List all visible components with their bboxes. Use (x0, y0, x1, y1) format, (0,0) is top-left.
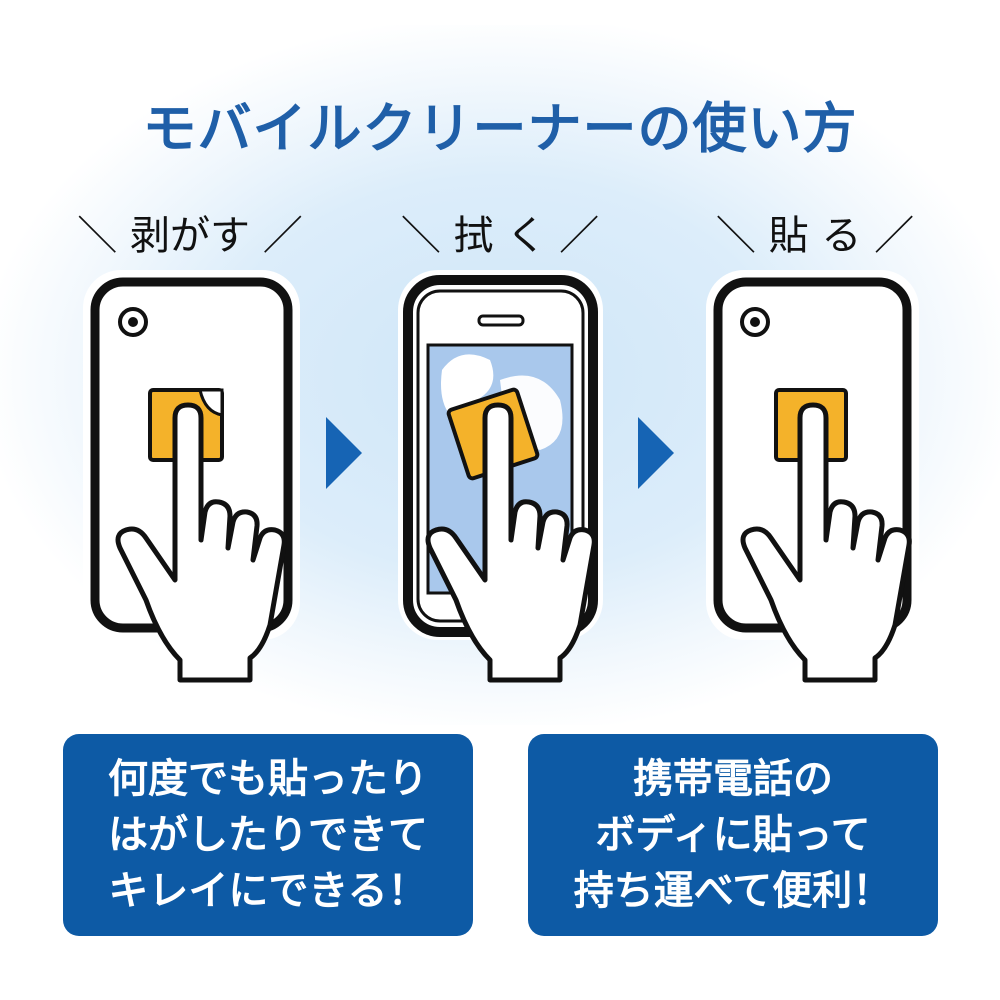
step-label-stick: ＼ 貼 る ／ (715, 213, 915, 259)
info-box-reusable: 何度でも貼ったり はがしたりできて キレイにできる！ (63, 734, 473, 936)
step-label-peel: ＼ 剥がす ／ (77, 213, 303, 259)
arrow-right-icon (326, 417, 362, 489)
step-label-wipe: ＼ 拭 く ／ (400, 213, 600, 259)
info-line: 何度でも貼ったり (108, 756, 428, 802)
arrow-right-icon (638, 417, 674, 489)
info-line: 持ち運べて便利！ (573, 868, 893, 914)
camera-lens-icon (118, 307, 148, 337)
info-line: キレイにできる！ (108, 868, 428, 914)
info-line: 携帯電話の (633, 756, 833, 802)
steps-illustration (90, 275, 912, 720)
info-box-portable: 携帯電話の ボディに貼って 持ち運べて便利！ (528, 734, 938, 936)
camera-lens-icon (740, 307, 770, 337)
page-title: モバイルクリーナーの使い方 (142, 97, 858, 160)
info-line: ボディに貼って (595, 812, 871, 858)
info-line: はがしたりできて (108, 812, 428, 858)
